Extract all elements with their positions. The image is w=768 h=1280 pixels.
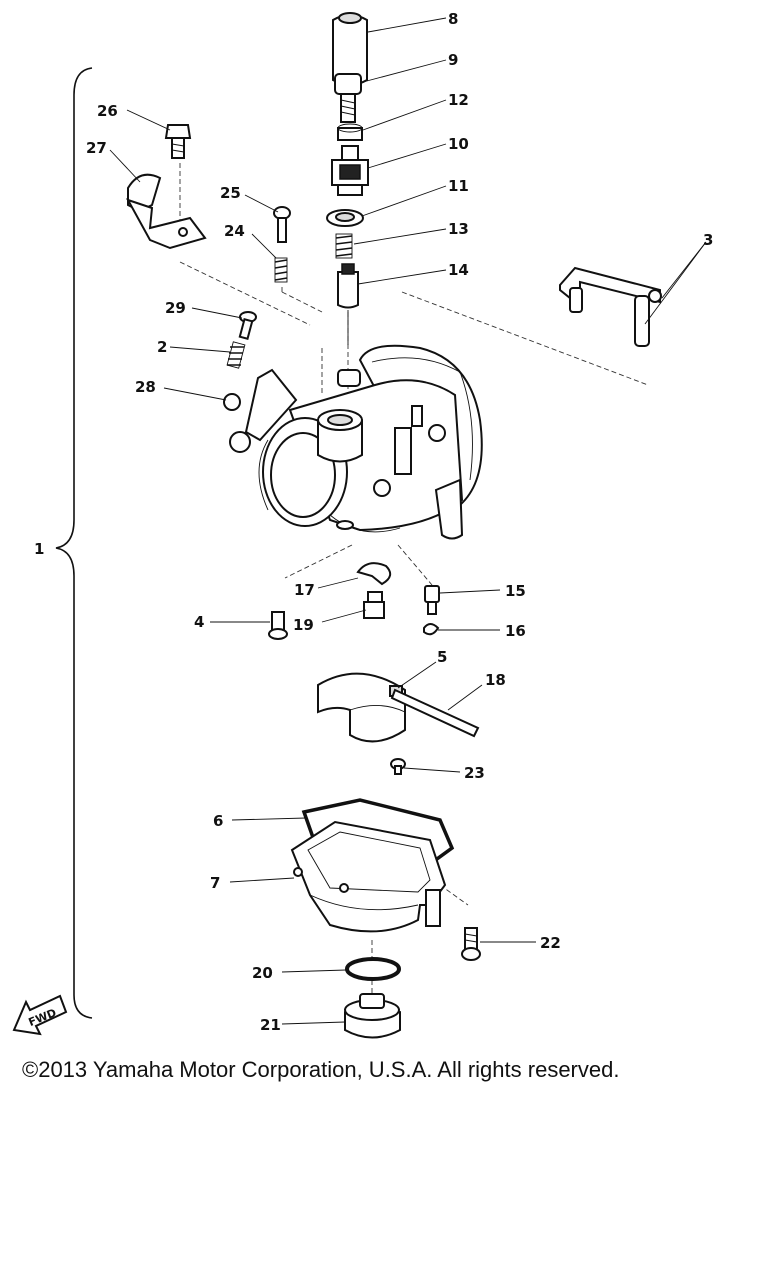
part-10-top bbox=[331, 145, 369, 196]
callout-28: 28 bbox=[135, 378, 156, 396]
callout-10: 10 bbox=[448, 135, 469, 153]
part-29-screw bbox=[238, 311, 257, 340]
callout-25: 25 bbox=[220, 184, 241, 202]
callout-1: 1 bbox=[34, 540, 44, 558]
alignment-lines bbox=[179, 160, 649, 995]
part-24-spring bbox=[274, 257, 288, 283]
part-26-bolt bbox=[164, 124, 192, 159]
callout-19: 19 bbox=[293, 616, 314, 634]
callout-29: 29 bbox=[165, 299, 186, 317]
callout-27: 27 bbox=[86, 139, 107, 157]
callout-22: 22 bbox=[540, 934, 561, 952]
callout-23: 23 bbox=[464, 764, 485, 782]
callout-15: 15 bbox=[505, 582, 526, 600]
callout-14: 14 bbox=[448, 261, 469, 279]
fwd-arrow-icon: FWD bbox=[12, 994, 68, 1036]
callout-7: 7 bbox=[210, 874, 220, 892]
callout-2: 2 bbox=[157, 338, 167, 356]
part-2-spring bbox=[226, 341, 246, 369]
part-12-nut bbox=[337, 123, 363, 141]
part-5-float bbox=[317, 672, 406, 743]
carburetor-exploded-diagram: FWD 8 9 12 10 1 bbox=[12, 10, 713, 1039]
callout-8: 8 bbox=[448, 10, 458, 28]
callout-21: 21 bbox=[260, 1016, 281, 1034]
part-20-o-ring bbox=[345, 957, 401, 981]
part-18-pin bbox=[390, 688, 480, 738]
part-16-clip bbox=[423, 623, 440, 636]
part-11-washer bbox=[326, 209, 364, 227]
part-22-screw bbox=[461, 927, 481, 961]
callout-13: 13 bbox=[448, 220, 469, 238]
part-25-screw bbox=[273, 206, 291, 243]
callout-16: 16 bbox=[505, 622, 526, 640]
callout-17: 17 bbox=[294, 581, 315, 599]
part-8-cap bbox=[332, 12, 368, 86]
callout-24: 24 bbox=[224, 222, 245, 240]
carburetor-body bbox=[229, 344, 483, 540]
callout-20: 20 bbox=[252, 964, 273, 982]
callout-12: 12 bbox=[448, 91, 469, 109]
callout-3: 3 bbox=[703, 231, 713, 249]
part-9-adjuster bbox=[334, 73, 362, 123]
part-27-bracket bbox=[125, 173, 207, 250]
callout-6: 6 bbox=[213, 812, 223, 830]
part-13-spring bbox=[335, 233, 353, 259]
part-17-clip bbox=[356, 562, 392, 586]
part-23-screw bbox=[390, 758, 406, 775]
callout-4: 4 bbox=[194, 613, 204, 631]
copyright-notice: ©2013 Yamaha Motor Corporation, U.S.A. A… bbox=[22, 1057, 620, 1082]
part-15-jet bbox=[424, 585, 440, 615]
part-19-jet bbox=[363, 591, 385, 619]
callout-11: 11 bbox=[448, 177, 469, 195]
part-4-screw bbox=[268, 611, 288, 640]
part-3-stay bbox=[559, 266, 662, 347]
callout-18: 18 bbox=[485, 671, 506, 689]
part-14-slide bbox=[337, 263, 359, 345]
part-28-plug bbox=[223, 393, 241, 411]
part-21-drain-plug bbox=[344, 993, 401, 1039]
callout-5: 5 bbox=[437, 648, 447, 666]
part-7-float-bowl bbox=[290, 820, 447, 933]
assembly-bracket bbox=[55, 67, 93, 1019]
leader-lines bbox=[109, 17, 707, 1025]
callout-labels: 8 9 12 10 11 13 14 3 26 27 25 24 29 2 28… bbox=[34, 10, 713, 1034]
callout-9: 9 bbox=[448, 51, 458, 69]
callout-26: 26 bbox=[97, 102, 118, 120]
